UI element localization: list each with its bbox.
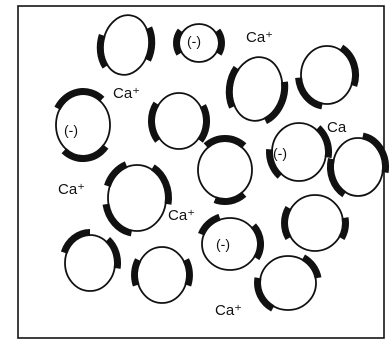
charge-label: (-)	[187, 33, 201, 49]
particle-group	[56, 11, 386, 310]
clay-particle	[198, 138, 252, 201]
clay-particle	[258, 256, 318, 310]
clay-particle	[64, 233, 117, 292]
water-film-arc	[341, 218, 345, 239]
ion-label: Ca	[327, 119, 347, 136]
water-film-arc	[285, 208, 289, 239]
ion-label: Ca⁺	[246, 29, 273, 46]
ion-label: Ca⁺	[168, 207, 195, 224]
clay-particle	[151, 93, 206, 149]
particle-outline	[154, 93, 204, 149]
charge-label: (-)	[273, 145, 287, 161]
clay-particle	[285, 195, 346, 251]
clay-particle	[135, 247, 190, 303]
ion-label: Ca⁺	[58, 181, 85, 198]
particle-outline	[137, 247, 187, 303]
particle-outline	[98, 11, 154, 78]
water-film-arc	[135, 260, 139, 286]
particle-outline	[198, 141, 252, 199]
particle-outline	[287, 195, 343, 251]
clay-particle	[330, 136, 385, 196]
clay-particle	[201, 217, 260, 270]
charge-label: (-)	[216, 236, 230, 252]
water-film-arc	[177, 31, 181, 54]
ion-label: Ca⁺	[113, 85, 140, 102]
water-film-arc	[217, 31, 221, 54]
clay-particle	[106, 165, 168, 233]
clay-particle	[224, 53, 289, 126]
water-film-arc	[186, 260, 190, 286]
clay-particle	[96, 11, 157, 79]
clay-particle	[299, 46, 356, 106]
charge-label: (-)	[64, 122, 78, 138]
ion-label: Ca⁺	[215, 302, 242, 319]
